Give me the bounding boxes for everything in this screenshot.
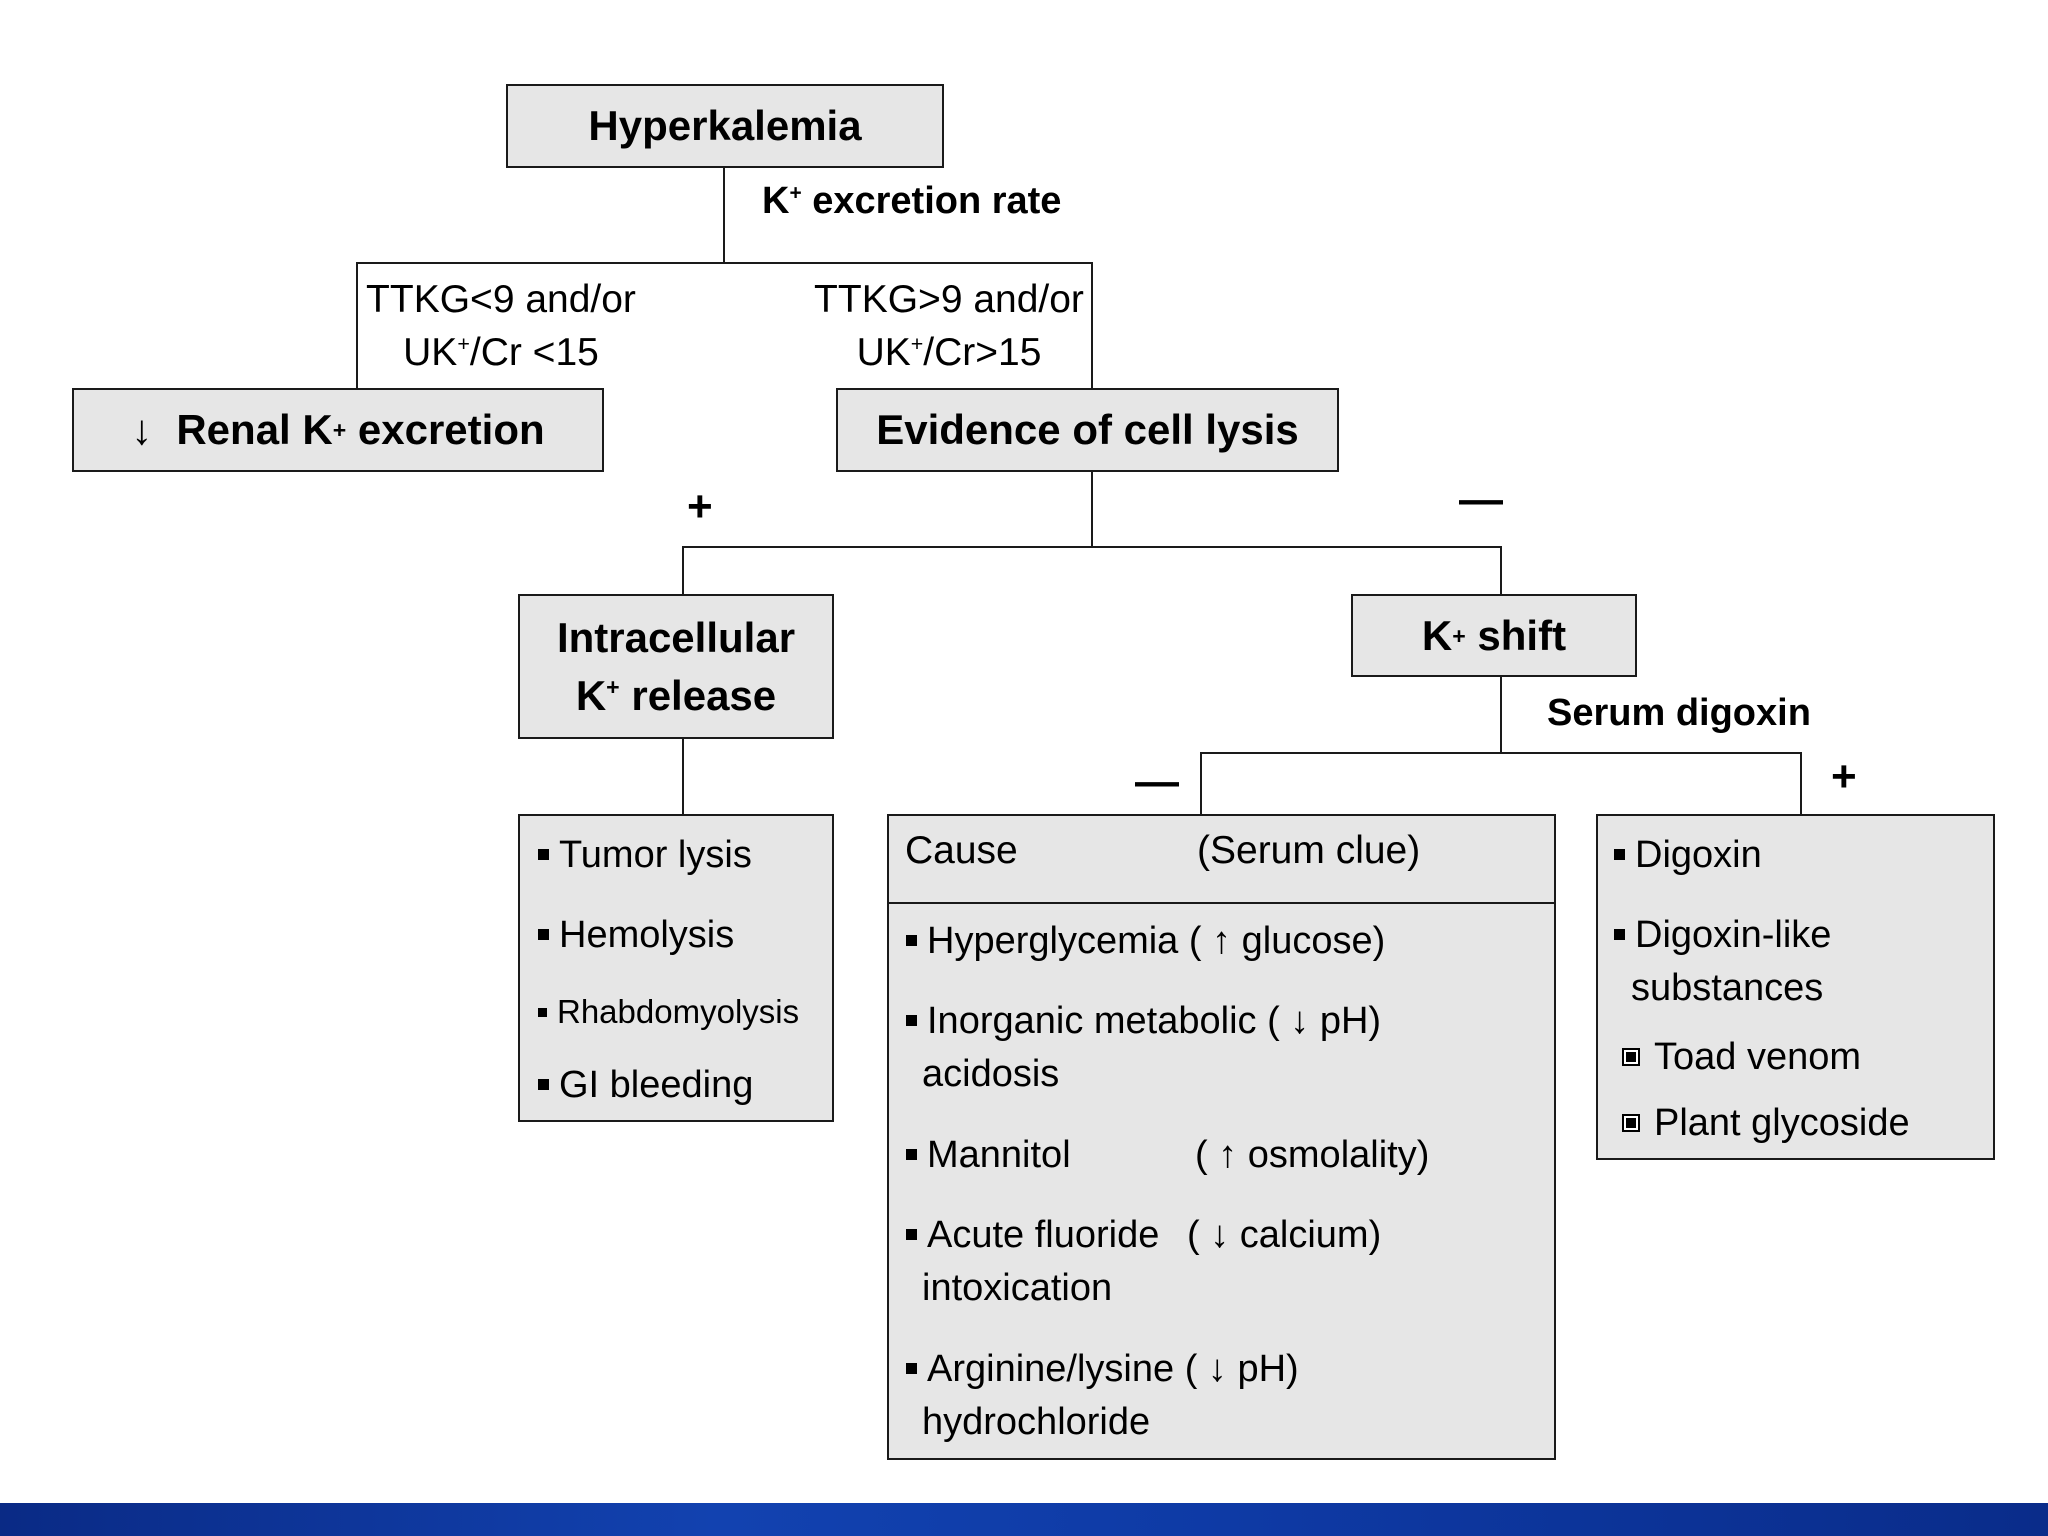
intracellular-line1: Intracellular (556, 613, 796, 661)
bullet-icon (906, 1015, 917, 1027)
k-plus-superscript: + (606, 673, 620, 700)
shift-causes-table (887, 814, 1556, 1460)
list-item-continuation: substances (1631, 967, 1824, 1009)
bullet-icon (906, 935, 917, 947)
bullet-icon (538, 1079, 549, 1091)
bullet-icon (906, 1229, 917, 1241)
table-row-continuation: hydrochloride (922, 1401, 1151, 1443)
digoxin-negative-sign: — (1135, 757, 1179, 806)
sub-list-item: Plant glycoside (1622, 1097, 1910, 1150)
list-item: Tumor lysis (538, 829, 752, 882)
list-item: Hemolysis (538, 909, 734, 962)
bullet-icon (1614, 849, 1625, 861)
k-letter: K (575, 671, 607, 719)
digoxin-positive-sign: + (1831, 752, 1857, 801)
intracellular-line2-wrap: K+ release (576, 667, 776, 725)
connector-to-lysis (1091, 262, 1093, 388)
k-shift-node: K+ shift (1351, 594, 1637, 677)
connector-lysis-split (682, 546, 1502, 548)
intracellular-line2: release (631, 671, 777, 719)
sub-list-item: Toad venom (1622, 1031, 1861, 1084)
connector-lysis-down (1091, 471, 1093, 547)
footer-bar (0, 1503, 2048, 1536)
table-header-cause: Cause (905, 829, 1018, 872)
lysis-negative-sign: — (1459, 475, 1503, 524)
table-header-clue: (Serum clue) (1197, 829, 1421, 872)
table-row-continuation: acidosis (922, 1053, 1060, 1095)
connector-to-table (1200, 752, 1202, 816)
digoxin-box (1596, 814, 1995, 1160)
connector-root-split (356, 262, 1093, 264)
bullet-icon (1614, 929, 1625, 941)
table-row: Mannitol (906, 1129, 1071, 1182)
renal-suffix: excretion (357, 406, 545, 453)
bullet-icon (538, 849, 549, 861)
connector-shift-down (1500, 676, 1502, 754)
intracellular-release-node: Intracellular K+ release (518, 594, 834, 739)
table-row-continuation: intoxication (922, 1267, 1113, 1309)
k-shift-label: shift (1477, 611, 1567, 659)
bullet-icon (538, 929, 549, 941)
connector-to-digoxin (1800, 752, 1802, 816)
cell-lysis-label: Evidence of cell lysis (876, 406, 1299, 453)
list-item: Digoxin-like (1614, 909, 1831, 962)
table-row: Arginine/lysine ( ↓ pH) (906, 1343, 1299, 1396)
k-letter: K (1421, 611, 1453, 659)
hyperkalemia-node: Hyperkalemia (506, 84, 944, 168)
low-ttkg-label: TTKG<9 and/or UK+/Cr <15 (366, 278, 636, 374)
bullet-icon (906, 1149, 917, 1161)
bullet-icon (538, 1007, 547, 1017)
table-row-clue: ( ↓ calcium) (1187, 1214, 1382, 1256)
renal-label: Renal K (176, 406, 333, 453)
serum-digoxin-label: Serum digoxin (1547, 692, 1811, 734)
sub-bullet-icon (1622, 1113, 1640, 1132)
connector-to-renal (356, 262, 358, 388)
list-item: Digoxin (1614, 829, 1762, 882)
bullet-icon (906, 1363, 917, 1375)
high-ttkg-label: TTKG>9 and/or UK+/Cr>15 (814, 278, 1084, 374)
connector-root-down (723, 167, 725, 263)
connector-to-shift (1500, 546, 1502, 596)
renal-excretion-node: ↓ Renal K+ excretion (72, 388, 604, 472)
sub-bullet-icon (1622, 1047, 1640, 1066)
intracellular-causes-box (518, 814, 834, 1122)
connector-to-intracellular (682, 546, 684, 596)
connector-intracellular-down (682, 738, 684, 816)
excretion-rate-label: K+ excretion rate (762, 180, 1062, 222)
down-arrow-icon: ↓ (131, 406, 153, 453)
table-row: Hyperglycemia ( ↑ glucose) (906, 915, 1385, 968)
list-item: GI bleeding (538, 1059, 753, 1112)
connector-shift-split (1200, 752, 1802, 754)
cell-lysis-node: Evidence of cell lysis (836, 388, 1339, 472)
table-header-divider (887, 902, 1556, 904)
hyperkalemia-label: Hyperkalemia (588, 102, 862, 149)
table-row: Inorganic metabolic ( ↓ pH) (906, 995, 1381, 1048)
lysis-positive-sign: + (687, 482, 713, 531)
table-row-clue: ( ↑ osmolality) (1195, 1134, 1430, 1176)
table-row: Acute fluoride (906, 1209, 1159, 1262)
list-item: Rhabdomyolysis (538, 985, 799, 1038)
